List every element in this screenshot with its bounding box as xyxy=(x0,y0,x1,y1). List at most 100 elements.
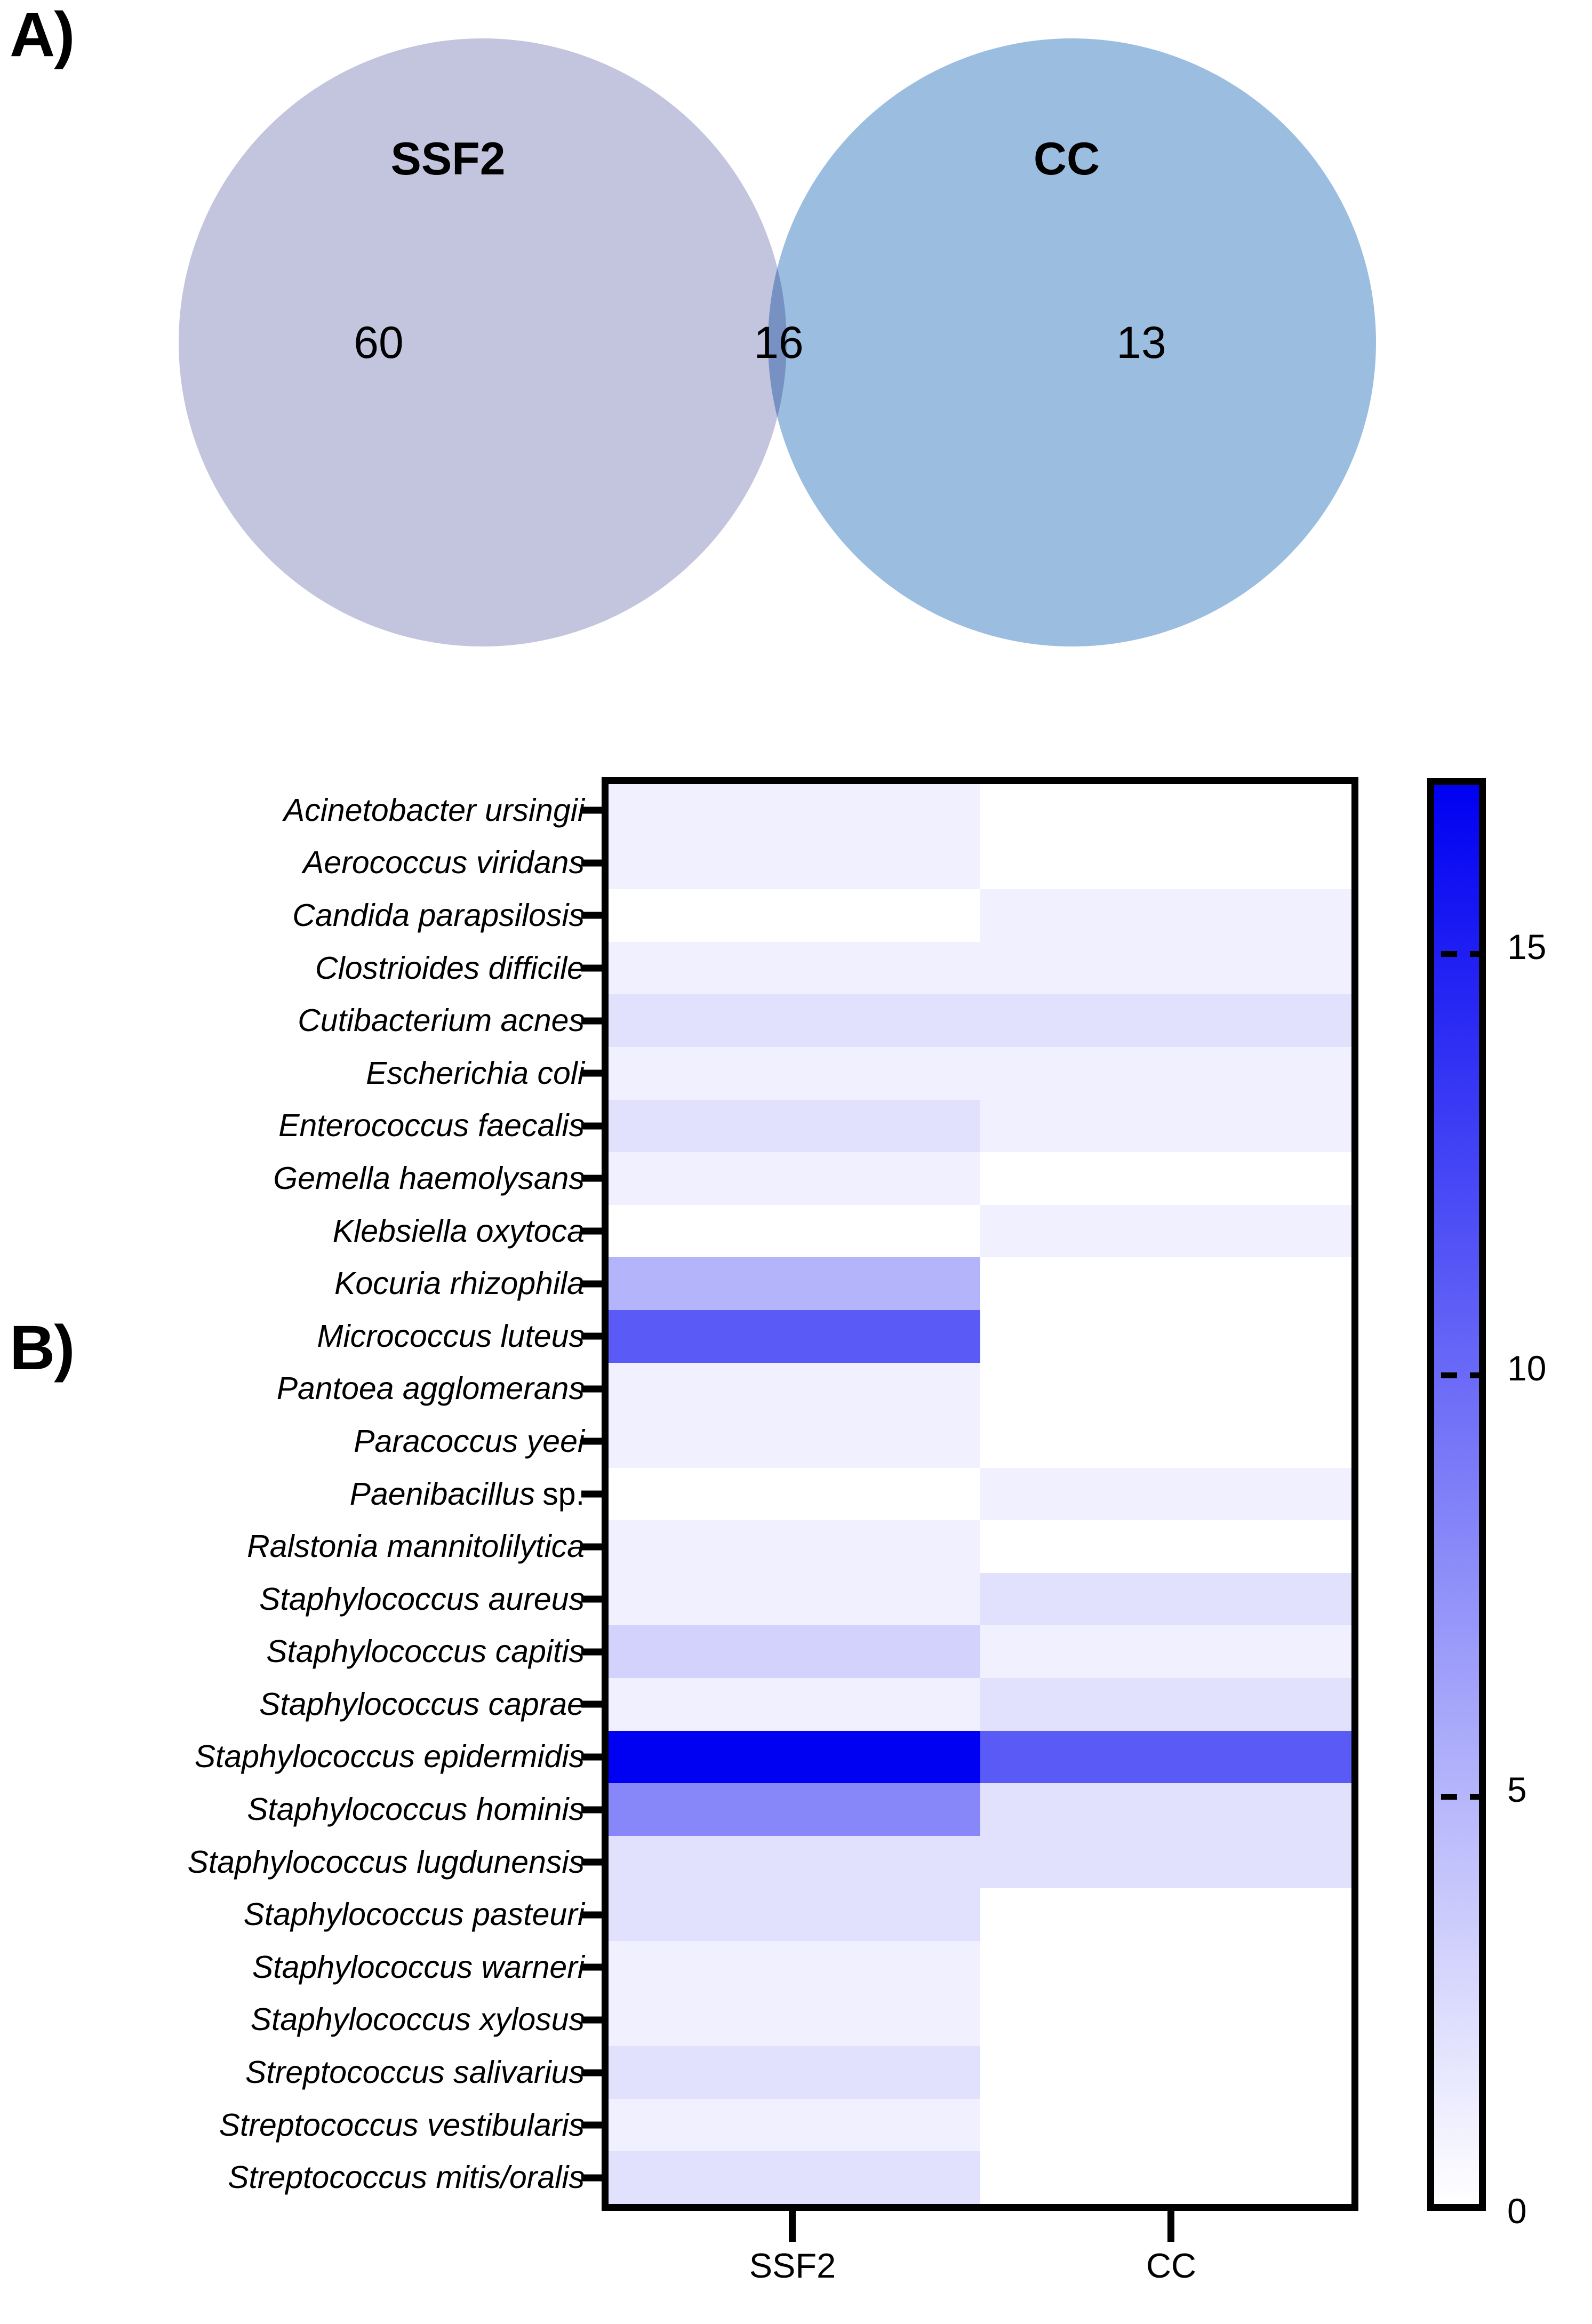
heatmap-cell xyxy=(609,1730,980,1784)
colorbar-tick xyxy=(1470,951,1486,957)
heatmap-cell xyxy=(980,1993,1351,2047)
heatmap-cell xyxy=(609,2098,980,2152)
venn-count-cc-only: 13 xyxy=(1116,317,1166,368)
heatmap-cell xyxy=(980,836,1351,890)
heatmap-cell xyxy=(980,1730,1351,1784)
heatmap-cell xyxy=(609,1625,980,1679)
colorbar-legend: 15 10 5 0 xyxy=(1427,778,1592,2229)
venn-circle-ssf2 xyxy=(179,38,787,646)
heatmap-row-label: Staphylococcus xylosus xyxy=(250,2002,585,2038)
heatmap-row-label: Staphylococcus capitis xyxy=(266,1634,585,1670)
heatmap-cell xyxy=(609,836,980,890)
heatmap-cell xyxy=(609,1678,980,1731)
colorbar-tick-label: 15 xyxy=(1507,927,1547,967)
x-axis-label-cc: CC xyxy=(1146,2246,1196,2285)
heatmap-row-label: Staphylococcus epidermidis xyxy=(194,1739,585,1775)
colorbar-tick-label: 0 xyxy=(1507,2191,1527,2231)
heatmap-cell xyxy=(980,889,1351,942)
heatmap-cell xyxy=(980,2151,1351,2204)
heatmap-cell xyxy=(609,1835,980,1889)
colorbar-tick xyxy=(1441,1372,1457,1378)
heatmap-row-label: Staphylococcus aureus xyxy=(259,1581,585,1617)
heatmap-row-label: Pantoea agglomerans xyxy=(276,1371,585,1407)
heatmap-cell xyxy=(609,1257,980,1310)
heatmap-cell xyxy=(980,1152,1351,1205)
heatmap-cell xyxy=(609,889,980,942)
heatmap-cell xyxy=(980,1572,1351,1626)
heatmap-row-label: Acinetobacter ursingii xyxy=(283,792,585,828)
heatmap-cell xyxy=(609,1309,980,1363)
heatmap-cell xyxy=(980,1941,1351,1994)
heatmap-cell xyxy=(609,1152,980,1205)
colorbar-tick xyxy=(1441,951,1457,957)
heatmap-cell xyxy=(609,1520,980,1573)
heatmap-row-label: Ralstonia mannitolilytica xyxy=(247,1529,585,1564)
heatmap-row-label: Escherichia coli xyxy=(366,1055,585,1091)
heatmap-row-label: Streptococcus salivarius xyxy=(245,2055,585,2090)
heatmap-cell xyxy=(980,1467,1351,1521)
heatmap-cell xyxy=(609,2151,980,2204)
heatmap-row-label: Micrococcus luteus xyxy=(317,1318,585,1354)
heatmap-cell xyxy=(980,994,1351,1047)
heatmap-row-label: Enterococcus faecalis xyxy=(278,1108,585,1144)
heatmap-cell xyxy=(980,2098,1351,2152)
x-axis-label-ssf2: SSF2 xyxy=(749,2246,836,2285)
heatmap-cell xyxy=(980,2046,1351,2099)
heatmap-row-label: Paracoccus yeei xyxy=(354,1423,585,1459)
colorbar-tick xyxy=(1470,1794,1486,1800)
heatmap-row-label: Staphylococcus pasteuri xyxy=(243,1897,585,1932)
heatmap-row-label: Streptococcus vestibularis xyxy=(219,2107,585,2143)
heatmap-row-label: Staphylococcus caprae xyxy=(259,1686,585,1722)
heatmap-cell xyxy=(980,1783,1351,1836)
heatmap-cell xyxy=(609,784,980,837)
panel-b-label: B) xyxy=(10,1313,75,1383)
heatmap-cell xyxy=(609,1783,980,1836)
heatmap-cell xyxy=(980,1099,1351,1153)
colorbar-tick xyxy=(1441,1794,1457,1800)
heatmap-cell xyxy=(609,1204,980,1258)
venn-diagram-panel: A) SSF2 CC 60 16 13 xyxy=(0,0,1592,656)
panel-a-label: A) xyxy=(10,0,75,70)
heatmap-row-label: Candida parapsilosis xyxy=(292,897,585,933)
heatmap-cell xyxy=(609,1047,980,1100)
heatmap-row-label: Streptococcus mitis/oralis xyxy=(228,2160,585,2195)
venn-set-label-ssf2: SSF2 xyxy=(390,133,506,185)
x-axis-tick-cc xyxy=(1167,2211,1174,2242)
heatmap-cell xyxy=(980,1888,1351,1942)
heatmap-cell xyxy=(980,1204,1351,1258)
heatmap-cell xyxy=(980,941,1351,995)
heatmap-row-label: Aerococcus viridans xyxy=(303,845,585,881)
heatmap-cell-grid xyxy=(609,784,1351,2204)
colorbar-tick-label: 10 xyxy=(1507,1348,1547,1388)
heatmap-cell xyxy=(609,1993,980,2047)
heatmap-cell xyxy=(609,1888,980,1942)
heatmap-cell xyxy=(980,1047,1351,1100)
heatmap-cell xyxy=(980,1835,1351,1889)
heatmap-row-label: Staphylococcus lugdunensis xyxy=(187,1844,585,1880)
heatmap-cell xyxy=(609,1415,980,1468)
heatmap-row-label: Staphylococcus hominis xyxy=(247,1792,585,1827)
venn-count-intersection: 16 xyxy=(754,317,804,368)
heatmap-cell xyxy=(609,994,980,1047)
venn-count-ssf2-only: 60 xyxy=(354,317,404,368)
colorbar-gradient xyxy=(1427,778,1486,2211)
heatmap-cell xyxy=(980,1362,1351,1416)
heatmap-cell xyxy=(609,1467,980,1521)
heatmap-cell xyxy=(609,1362,980,1416)
heatmap-row-label: Gemella haemolysans xyxy=(273,1160,585,1196)
heatmap-cell xyxy=(980,1257,1351,1310)
heatmap-cell xyxy=(609,1099,980,1153)
heatmap-row-label: Klebsiella oxytoca xyxy=(332,1213,585,1249)
heatmap-cell xyxy=(980,1678,1351,1731)
heatmap-cell xyxy=(609,2046,980,2099)
heatmap-cell xyxy=(980,1309,1351,1363)
heatmap-cell xyxy=(609,941,980,995)
heatmap-row-label: Kocuria rhizophila xyxy=(334,1266,585,1301)
heatmap-cell xyxy=(609,1572,980,1626)
venn-set-label-cc: CC xyxy=(1033,133,1100,185)
heatmap-cell xyxy=(980,1520,1351,1573)
colorbar-tick-label: 5 xyxy=(1507,1770,1527,1809)
